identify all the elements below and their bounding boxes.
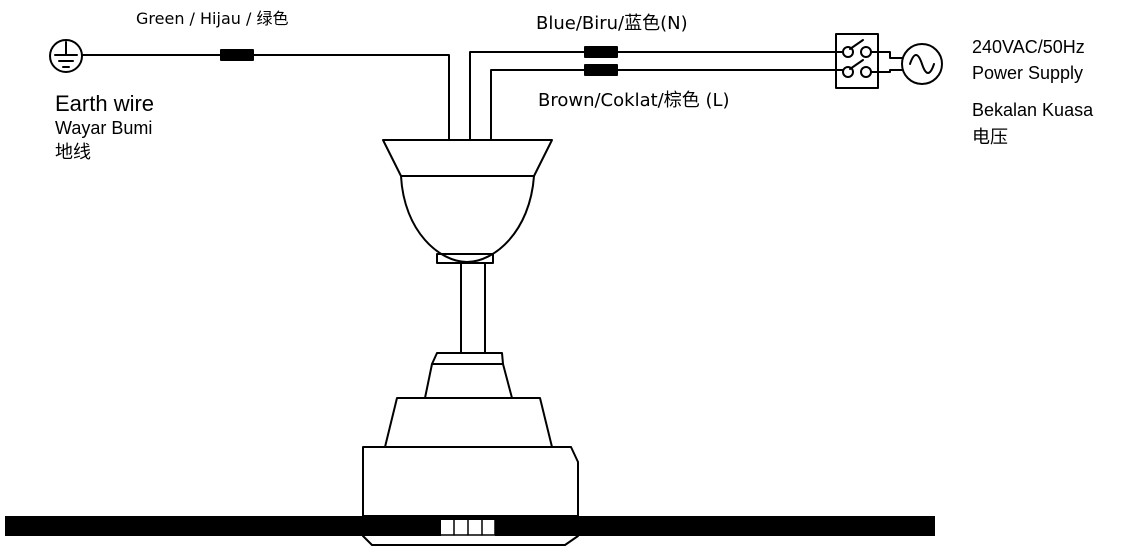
power-title-en: Power Supply bbox=[972, 63, 1084, 83]
power-rating-label: 240VAC/50Hz bbox=[972, 37, 1085, 57]
live-wire-color-label: Brown/Coklat/棕色 (L) bbox=[538, 90, 730, 111]
down-rod bbox=[436, 253, 494, 354]
earth-wire bbox=[81, 54, 450, 141]
supply-lead-upper bbox=[870, 51, 903, 59]
live-wire-connector bbox=[584, 64, 618, 76]
terminal-block-icon bbox=[835, 33, 879, 89]
earth-wire-color-label: Green / Hijau / 绿色 bbox=[136, 9, 289, 28]
earth-title-ms: Wayar Bumi bbox=[55, 118, 153, 138]
live-wire bbox=[490, 69, 844, 141]
power-title-zh: 电压 bbox=[972, 127, 1008, 148]
power-title-ms: Bekalan Kuasa bbox=[972, 100, 1094, 120]
fan-blades bbox=[5, 516, 935, 536]
neutral-wire-color-label: Blue/Biru/蓝色(N) bbox=[536, 13, 688, 34]
neutral-wire-connector bbox=[584, 46, 618, 58]
earth-ground-icon bbox=[49, 39, 83, 73]
neutral-wire bbox=[469, 51, 844, 141]
earth-title-en: Earth wire bbox=[55, 91, 155, 116]
earth-wire-connector bbox=[220, 49, 254, 61]
fan-canopy bbox=[382, 139, 553, 263]
supply-lead-lower bbox=[870, 69, 903, 73]
earth-title-zh: 地线 bbox=[55, 142, 91, 163]
ac-source-icon bbox=[901, 43, 943, 85]
